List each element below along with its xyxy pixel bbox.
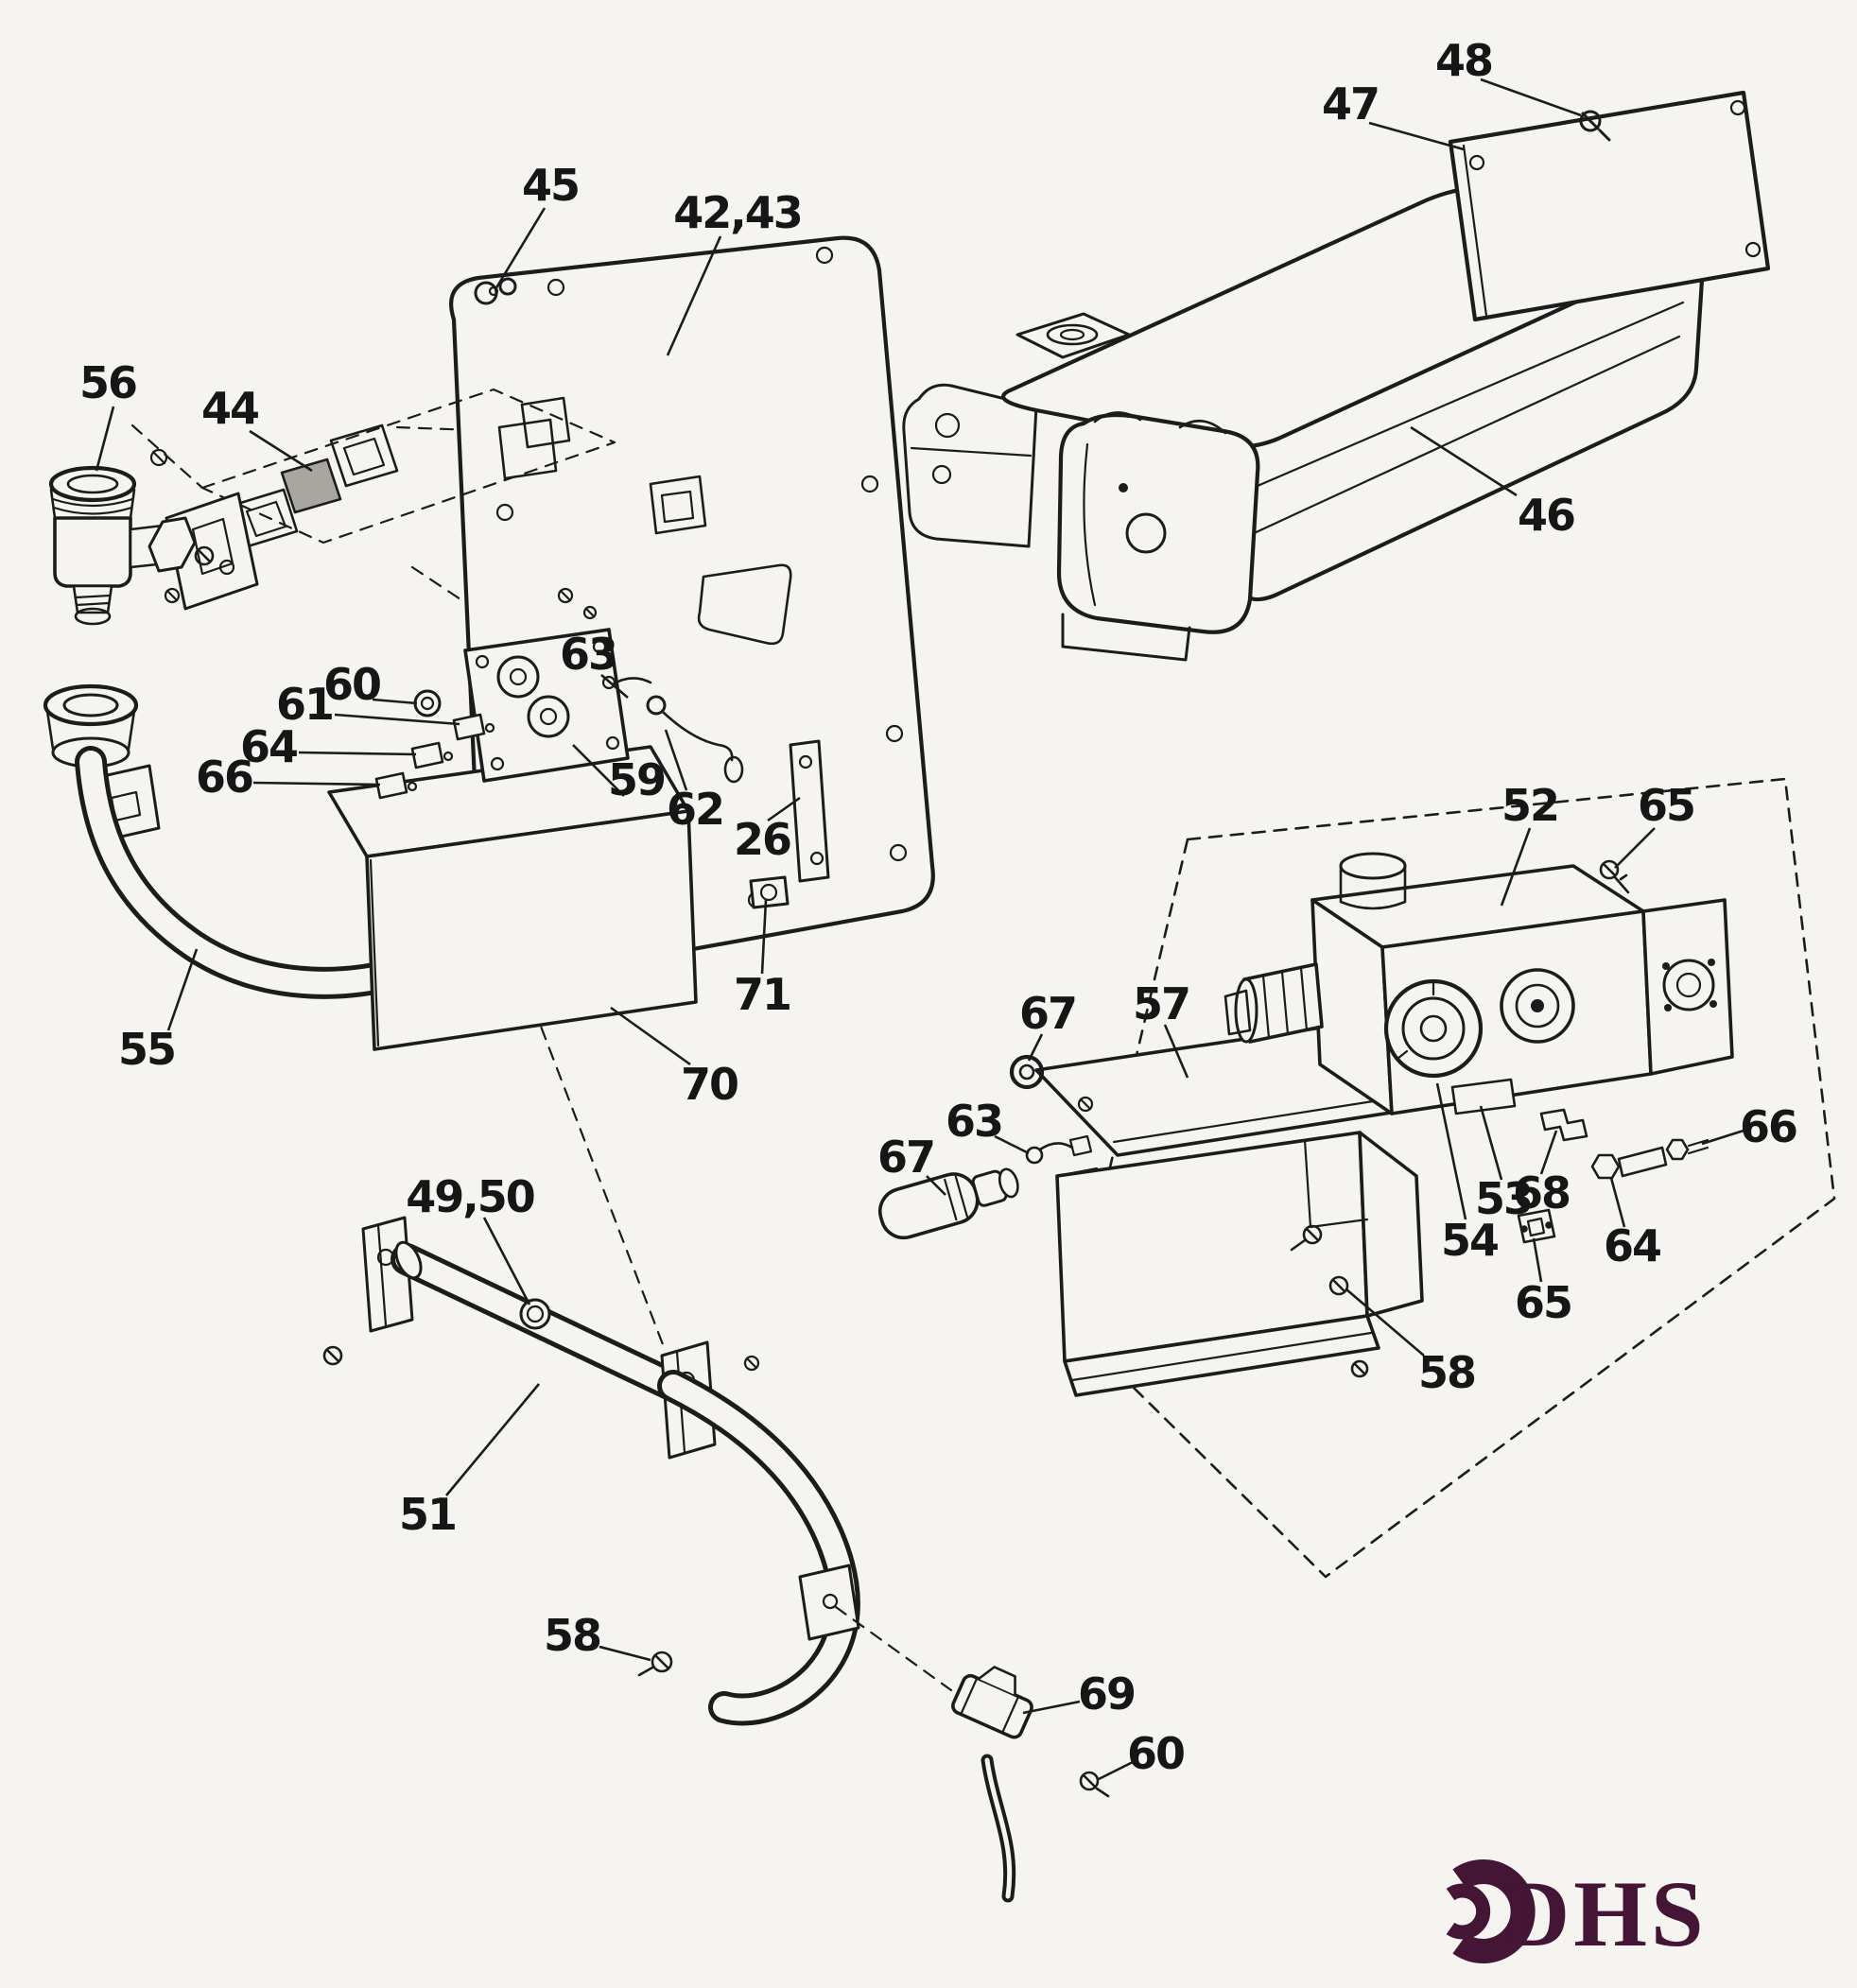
dhs-logo-mark-inner-icon bbox=[1446, 1883, 1491, 1940]
tee-fitting-drawing bbox=[48, 465, 235, 626]
cover-side bbox=[1358, 1131, 1424, 1318]
cover-screws-58 bbox=[1290, 1224, 1369, 1378]
control-knob-small bbox=[1500, 968, 1575, 1044]
manifold-plate bbox=[463, 628, 630, 783]
rear-panel-plate bbox=[1448, 90, 1771, 322]
injector-64 bbox=[410, 741, 454, 769]
pilot-tube-63 bbox=[601, 675, 652, 690]
regulator-cylinder bbox=[1224, 962, 1324, 1044]
injector-61 bbox=[452, 713, 495, 741]
retaining-clip-45 bbox=[474, 277, 517, 305]
leader-lines bbox=[95, 78, 1744, 1781]
stud bbox=[743, 1355, 760, 1372]
control-knob-large bbox=[1383, 978, 1484, 1079]
screw-65-top bbox=[1599, 859, 1630, 894]
rear-section-ghost bbox=[902, 383, 1038, 548]
supply-pipe-drawing bbox=[322, 1216, 953, 1726]
front-end-cap bbox=[1056, 412, 1260, 634]
dhs-logo-mark-outer-icon bbox=[1452, 1859, 1536, 1963]
clip-65 bbox=[1517, 1208, 1556, 1244]
screw-left bbox=[322, 1345, 343, 1366]
grommet-71 bbox=[749, 875, 790, 909]
fitting-64-66 bbox=[1590, 1138, 1709, 1180]
mounting-bracket-53 bbox=[1450, 1078, 1517, 1115]
dhs-logo: DHS bbox=[1446, 1859, 1708, 1966]
washer-60 bbox=[413, 689, 442, 717]
panel-screws bbox=[557, 587, 598, 620]
rear-panel-holes bbox=[1468, 99, 1762, 258]
grommet-67 bbox=[1009, 1054, 1045, 1090]
pilot-assembly-drawing bbox=[877, 1054, 1094, 1240]
hex-nut bbox=[148, 516, 197, 573]
valve-outlet-box bbox=[1641, 898, 1734, 1076]
return-pipe-drawing bbox=[43, 683, 445, 999]
dhs-logo-text: DHS bbox=[1501, 1861, 1708, 1966]
screw-58-bottom bbox=[637, 1651, 673, 1677]
manifold-screws bbox=[475, 639, 620, 771]
pipe-end-bracket bbox=[798, 1564, 860, 1641]
bracket-68 bbox=[1539, 1108, 1588, 1142]
small-screw bbox=[1077, 1096, 1094, 1113]
injector-66 bbox=[374, 771, 418, 800]
gasket-screws bbox=[149, 448, 181, 604]
solenoid-cap bbox=[1339, 852, 1407, 910]
bush-49-50 bbox=[519, 1298, 551, 1330]
fitting-screw bbox=[194, 545, 235, 576]
burner-box-drawing bbox=[327, 745, 698, 1051]
bracket-strip-26 bbox=[789, 739, 830, 883]
rear-panel-drawing bbox=[1448, 90, 1771, 322]
gasket-group-outline bbox=[200, 388, 616, 545]
screw-48 bbox=[1579, 110, 1611, 142]
manifold-drawing bbox=[374, 628, 744, 800]
gas-valve-drawing bbox=[1224, 852, 1734, 1244]
thermocouple-63 bbox=[1025, 1134, 1093, 1165]
control-cover-drawing bbox=[1034, 1025, 1424, 1397]
electrode-62 bbox=[646, 695, 744, 784]
screw-60-bottom bbox=[1079, 1771, 1110, 1798]
ignition-electrode-drawing bbox=[951, 1666, 1110, 1903]
